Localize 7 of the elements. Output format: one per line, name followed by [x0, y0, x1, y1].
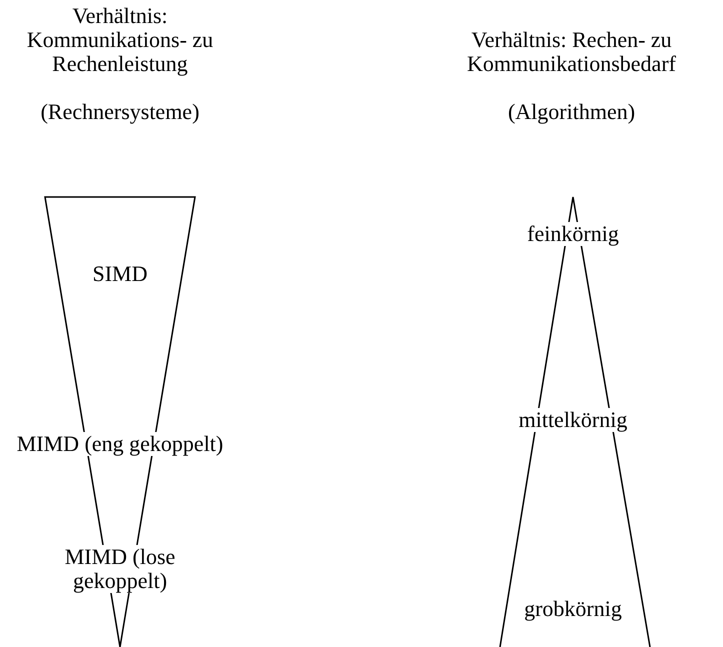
heading: Verhältnis: Kommunikations- zu Rechenleistung: [26, 4, 214, 76]
category-label: MIMD (eng gekoppelt): [16, 432, 224, 456]
heading: (Algorithmen): [508, 100, 636, 124]
category-label: mittelkörnig: [518, 408, 628, 432]
heading: Verhältnis: Rechen- zu Kommunikationsbedarf: [466, 28, 677, 76]
heading: (Rechnersysteme): [40, 100, 200, 124]
category-label: feinkörnig: [527, 222, 619, 246]
